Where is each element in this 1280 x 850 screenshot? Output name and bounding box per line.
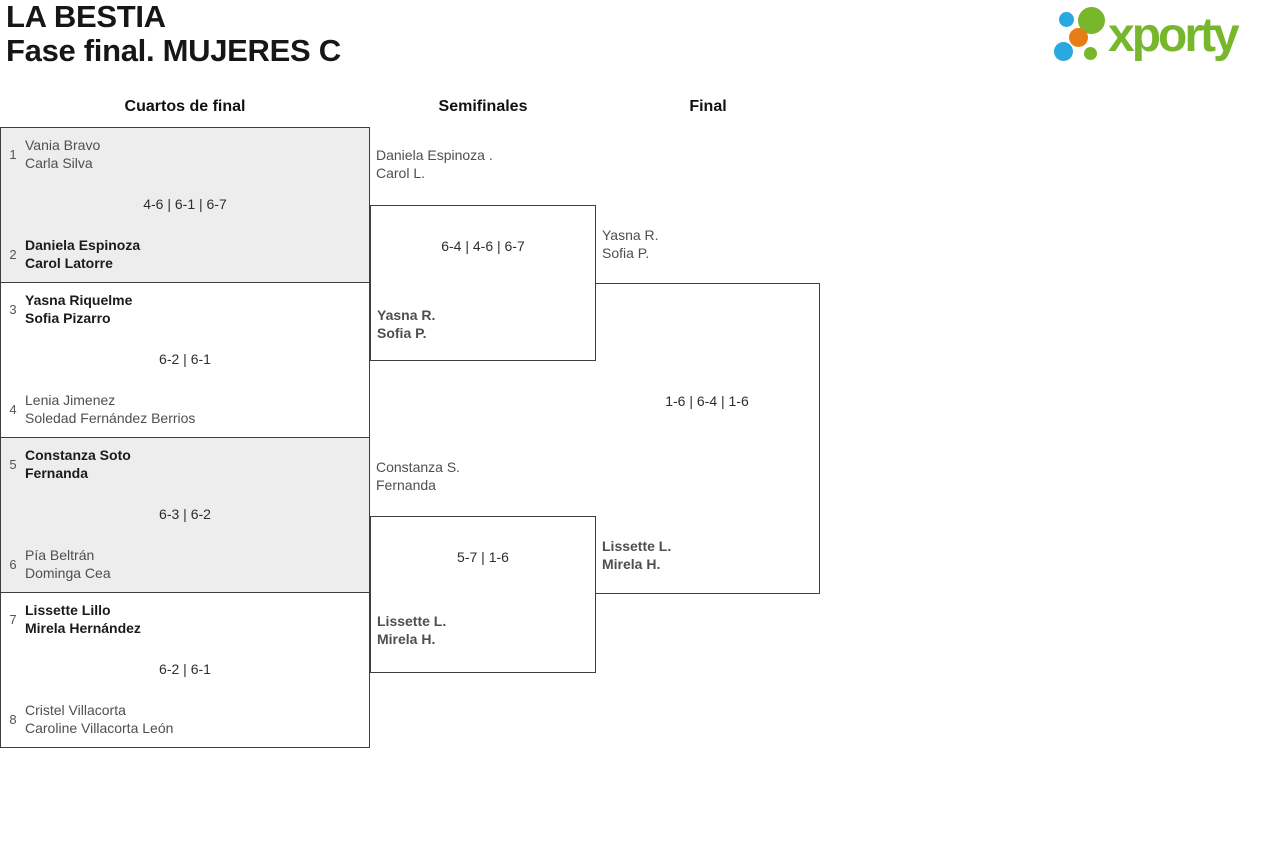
player-name: Sofia Pizarro xyxy=(25,310,111,326)
player-name: Dominga Cea xyxy=(25,565,111,581)
seed-number: 5 xyxy=(9,456,17,472)
xporty-logo[interactable]: xporty xyxy=(1050,0,1278,76)
seed-number: 7 xyxy=(9,611,17,627)
team-names: Lissette Lillo Mirela Hernández xyxy=(25,601,141,637)
player-name: Carol L. xyxy=(376,165,426,181)
player-name: Cristel Villacorta xyxy=(25,702,126,718)
sf1-top-participant: Daniela Espinoza . Carol L. xyxy=(376,146,493,182)
team-row: 5 Constanza Soto Fernanda xyxy=(1,446,369,482)
player-name: Sofia P. xyxy=(377,325,427,341)
player-name: Vania Bravo xyxy=(25,137,101,153)
team-names: Cristel Villacorta Caroline Villacorta L… xyxy=(25,701,173,737)
seed-number: 4 xyxy=(9,401,17,417)
team-row: 6 Pía Beltrán Dominga Cea xyxy=(1,546,369,582)
seed-number: 1 xyxy=(9,146,17,162)
player-name: Carol Latorre xyxy=(25,255,113,271)
seed-number: 6 xyxy=(9,556,17,572)
player-name: Soledad Fernández Berrios xyxy=(25,410,196,426)
match-card-sf1: 6-4 | 4-6 | 6-7 Yasna R. Sofia P. xyxy=(370,205,596,361)
team-names: Lenia Jimenez Soledad Fernández Berrios xyxy=(25,391,195,427)
phase-category-subtitle: Fase final. MUJERES C xyxy=(6,33,341,68)
logo-dot-icon xyxy=(1084,47,1097,60)
team-names: Vania Bravo Carla Silva xyxy=(25,136,100,172)
final-bottom-participant: Lissette L. Mirela H. xyxy=(602,537,671,573)
team-row: 4 Lenia Jimenez Soledad Fernández Berrio… xyxy=(1,391,369,427)
team-row: 7 Lissette Lillo Mirela Hernández xyxy=(1,601,369,637)
match-score: 5-7 | 1-6 xyxy=(457,549,509,565)
round-header-quarterfinals: Cuartos de final xyxy=(124,98,246,115)
round-header-final: Final xyxy=(689,98,727,115)
team-names: Yasna Riquelme Sofia Pizarro xyxy=(25,291,132,327)
match-score: 6-2 | 6-1 xyxy=(159,351,211,367)
team-row: 1 Vania Bravo Carla Silva xyxy=(1,136,369,172)
player-name: Constanza Soto xyxy=(25,447,131,463)
logo-dot-icon xyxy=(1059,12,1074,27)
team-names: Constanza Soto Fernanda xyxy=(25,446,131,482)
player-name: Caroline Villacorta León xyxy=(25,720,174,736)
player-name: Mirela H. xyxy=(377,631,436,647)
sf2-top-participant: Constanza S. Fernanda xyxy=(376,458,460,494)
player-name: Constanza S. xyxy=(376,459,461,475)
seed-number: 3 xyxy=(9,301,17,317)
player-name: Mirela Hernández xyxy=(25,620,141,636)
match-score: 6-3 | 6-2 xyxy=(159,506,211,522)
player-name: Daniela Espinoza . xyxy=(376,147,493,163)
match-card-qf3: 5 Constanza Soto Fernanda 6-3 | 6-2 6 Pí… xyxy=(0,437,370,593)
sf1-bottom-participant: Yasna R. Sofia P. xyxy=(377,306,435,342)
player-name: Yasna R. xyxy=(602,227,659,243)
player-name: Yasna Riquelme xyxy=(25,292,133,308)
match-card-final: 1-6 | 6-4 | 1-6 xyxy=(595,283,820,594)
match-score: 1-6 | 6-4 | 1-6 xyxy=(665,393,749,409)
match-card-sf2: 5-7 | 1-6 Lissette L. Mirela H. xyxy=(370,516,596,673)
match-card-qf4: 7 Lissette Lillo Mirela Hernández 6-2 | … xyxy=(0,592,370,748)
team-row: 3 Yasna Riquelme Sofia Pizarro xyxy=(1,291,369,327)
team-names: Daniela Espinoza Carol Latorre xyxy=(25,236,140,272)
player-name: Lissette L. xyxy=(602,538,672,554)
player-name: Lissette Lillo xyxy=(25,602,111,618)
team-row: 8 Cristel Villacorta Caroline Villacorta… xyxy=(1,701,369,737)
logo-dot-icon xyxy=(1054,42,1073,61)
player-name: Yasna R. xyxy=(377,307,436,323)
match-score: 4-6 | 6-1 | 6-7 xyxy=(143,196,227,212)
match-card-qf2: 3 Yasna Riquelme Sofia Pizarro 6-2 | 6-1… xyxy=(0,282,370,438)
logo-wordmark: xporty xyxy=(1108,9,1240,62)
seed-number: 2 xyxy=(9,246,17,262)
player-name: Mirela H. xyxy=(602,556,661,572)
final-top-participant: Yasna R. Sofia P. xyxy=(602,226,659,262)
round-header-semifinals: Semifinales xyxy=(438,98,528,115)
match-card-qf1: 1 Vania Bravo Carla Silva 4-6 | 6-1 | 6-… xyxy=(0,127,370,283)
player-name: Lissette L. xyxy=(377,613,447,629)
player-name: Sofia P. xyxy=(602,245,650,261)
player-name: Carla Silva xyxy=(25,155,93,171)
player-name: Pía Beltrán xyxy=(25,547,95,563)
match-score: 6-2 | 6-1 xyxy=(159,661,211,677)
match-score: 6-4 | 4-6 | 6-7 xyxy=(441,238,525,254)
player-name: Fernanda xyxy=(376,477,436,493)
team-names: Pía Beltrán Dominga Cea xyxy=(25,546,111,582)
logo-dot-icon xyxy=(1069,28,1088,47)
sf2-bottom-participant: Lissette L. Mirela H. xyxy=(377,612,446,648)
player-name: Fernanda xyxy=(25,465,89,481)
player-name: Lenia Jimenez xyxy=(25,392,116,408)
seed-number: 8 xyxy=(9,711,17,727)
tournament-name: LA BESTIA xyxy=(6,0,166,34)
quarterfinals-column: 1 Vania Bravo Carla Silva 4-6 | 6-1 | 6-… xyxy=(0,127,370,748)
player-name: Daniela Espinoza xyxy=(25,237,141,253)
team-row: 2 Daniela Espinoza Carol Latorre xyxy=(1,236,369,272)
page-title: LA BESTIA Fase final. MUJERES C xyxy=(6,0,341,68)
